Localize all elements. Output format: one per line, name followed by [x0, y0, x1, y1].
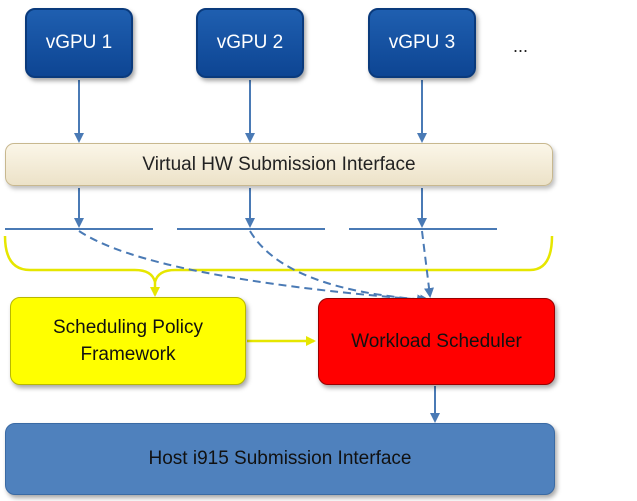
- queue-bracket: [3, 235, 554, 283]
- dashed-flow-queue3: [421, 230, 434, 298]
- workload-scheduler-box: Workload Scheduler: [318, 298, 555, 385]
- dashed-flow-queue2: [249, 230, 430, 305]
- dashed-flow-queue1: [78, 230, 427, 305]
- vgpu-2-box: vGPU 2: [196, 8, 304, 78]
- vgpu-more-ellipsis: ...: [513, 36, 529, 56]
- scheduling-policy-box: Scheduling Policy Framework: [10, 297, 246, 385]
- workload-scheduler-label: Workload Scheduler: [351, 330, 522, 352]
- scheduling-policy-line2: Framework: [80, 344, 176, 365]
- host-submission-interface-label: Host i915 Submission Interface: [148, 448, 412, 469]
- virtual-hw-interface-box: Virtual HW Submission Interface: [5, 143, 553, 186]
- vgpu-3-box: vGPU 3: [368, 8, 476, 78]
- virtual-hw-interface-label: Virtual HW Submission Interface: [142, 153, 416, 175]
- vgpu-1-label: vGPU 1: [45, 32, 113, 53]
- vgpu-3-label: vGPU 3: [388, 32, 456, 53]
- scheduling-policy-line1: Scheduling Policy: [53, 317, 203, 338]
- host-submission-interface-box: Host i915 Submission Interface: [5, 423, 555, 495]
- vgpu-2-label: vGPU 2: [216, 32, 284, 53]
- vgpu-1-box: vGPU 1: [25, 8, 133, 78]
